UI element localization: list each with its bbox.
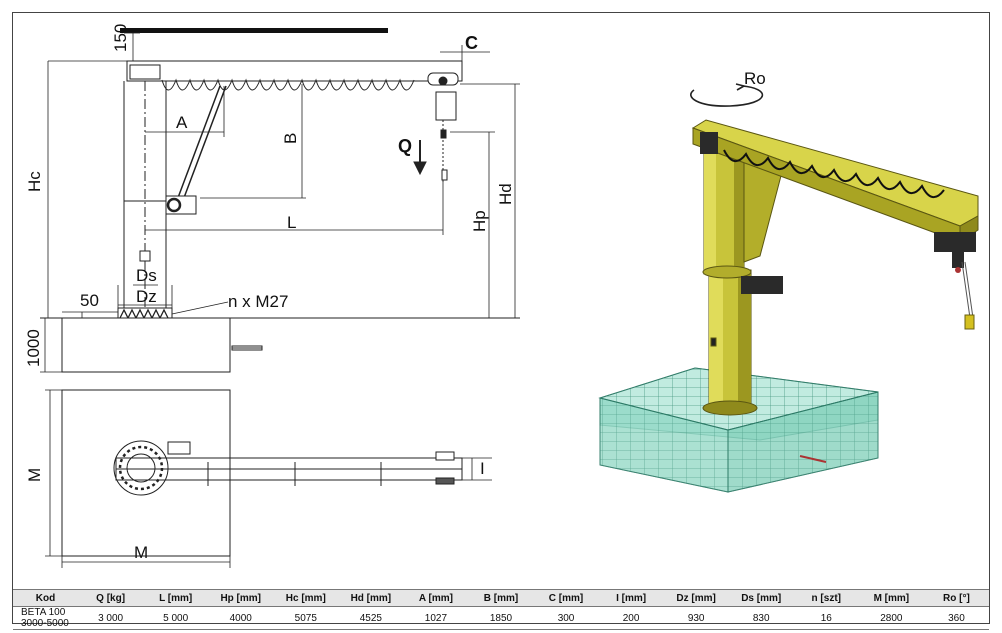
dimension-labels: 150 C Hc Hd Hp A B L Q Ds Dz n x M27 50 … bbox=[24, 24, 766, 562]
label-q: Q bbox=[398, 136, 412, 156]
boom-beam bbox=[126, 60, 463, 82]
label-b: B bbox=[281, 133, 300, 144]
table-header-cell: A [mm] bbox=[403, 589, 469, 607]
table-cell: 4000 bbox=[208, 606, 274, 630]
slew-motor-icon bbox=[166, 197, 182, 213]
table-cell: 360 bbox=[923, 606, 989, 630]
table-cell: 300 bbox=[533, 606, 599, 630]
label-50: 50 bbox=[80, 291, 99, 310]
label-c: C bbox=[465, 33, 478, 53]
table-header-cell: Q [kg] bbox=[78, 589, 144, 607]
label-hc: Hc bbox=[25, 171, 44, 192]
hoist bbox=[435, 91, 457, 121]
label-150: 150 bbox=[111, 24, 130, 52]
table-cell: 830 bbox=[728, 606, 794, 630]
table-header-cell: Hp [mm] bbox=[208, 589, 274, 607]
label-n-m27: n x M27 bbox=[228, 292, 288, 311]
table-cell: 3 000 bbox=[78, 606, 144, 630]
table-header-cell: I [mm] bbox=[598, 589, 664, 607]
base-ring bbox=[113, 440, 169, 496]
table-header-cell: M [mm] bbox=[858, 589, 924, 607]
brace bbox=[175, 85, 221, 204]
label-1000: 1000 bbox=[24, 329, 43, 367]
table-header-cell: L [mm] bbox=[143, 589, 209, 607]
label-i: I bbox=[480, 459, 485, 478]
rotation-arrow-icon bbox=[690, 83, 764, 107]
plan-view bbox=[45, 389, 492, 568]
table-header-cell: B [mm] bbox=[468, 589, 534, 607]
crane-3d-view bbox=[598, 83, 979, 493]
table-cell: 5 000 bbox=[143, 606, 209, 630]
table-cell: 1027 bbox=[403, 606, 469, 630]
dimension-lines bbox=[40, 32, 520, 373]
table-header-cell: C [mm] bbox=[533, 589, 599, 607]
table-cell: 5075 bbox=[273, 606, 339, 630]
side-elevation bbox=[40, 28, 520, 373]
hoist-3d bbox=[934, 232, 976, 330]
slew-motor-3d bbox=[741, 276, 783, 294]
table-header-cell: Hd [mm] bbox=[338, 589, 404, 607]
column-3d bbox=[702, 139, 783, 416]
label-ds: Ds bbox=[136, 266, 157, 285]
table-cell: 200 bbox=[598, 606, 664, 630]
table-cell: BETA 100 3000-5000 bbox=[13, 606, 79, 630]
table-header-cell: Ds [mm] bbox=[728, 589, 794, 607]
label-m-vertical: M bbox=[25, 468, 44, 482]
table-cell: 16 bbox=[793, 606, 859, 630]
label-l: L bbox=[287, 213, 296, 232]
top-bar bbox=[120, 28, 388, 33]
table-header-cell: Dz [mm] bbox=[663, 589, 729, 607]
table-header-cell: Kod bbox=[13, 589, 79, 607]
label-hd: Hd bbox=[496, 183, 515, 205]
table-cell: 4525 bbox=[338, 606, 404, 630]
label-a: A bbox=[176, 113, 188, 132]
label-dz: Dz bbox=[136, 287, 157, 306]
table-cell: 1850 bbox=[468, 606, 534, 630]
cable-festoon bbox=[161, 78, 415, 91]
label-hp: Hp bbox=[470, 210, 489, 232]
technical-drawing: 150 C Hc Hd Hp A B L Q Ds Dz n x M27 50 … bbox=[24, 24, 979, 568]
label-m-horizontal: M bbox=[134, 543, 148, 562]
table-header-cell: Hc [mm] bbox=[273, 589, 339, 607]
label-ro: Ro bbox=[744, 69, 766, 88]
table-header-cell: Ro [°] bbox=[923, 589, 989, 607]
festoon-3d bbox=[723, 149, 945, 198]
table-header-cell: n [szt] bbox=[793, 589, 859, 607]
drive-plan bbox=[167, 441, 191, 455]
boom-end-box bbox=[129, 64, 161, 80]
foundation-side bbox=[61, 317, 231, 373]
table-cell: 930 bbox=[663, 606, 729, 630]
terminal-box bbox=[139, 250, 151, 262]
table-cell: 2800 bbox=[858, 606, 924, 630]
